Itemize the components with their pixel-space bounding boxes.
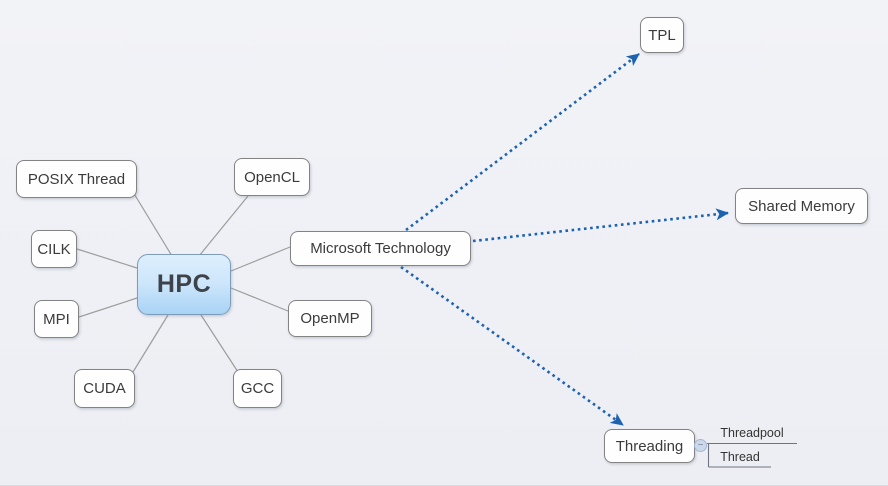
branch-hpc-cilk — [76, 248, 138, 269]
branch-hpc-microsoft-technology — [230, 246, 291, 272]
branch-hpc-cuda — [132, 314, 169, 373]
relationship-arrow-mstech-tpl[interactable] — [405, 52, 640, 232]
collapse-toggle-threading[interactable]: − — [694, 439, 707, 452]
node-shared-memory[interactable]: Shared Memory — [735, 188, 868, 224]
node-threadpool[interactable]: Threadpool — [720, 426, 784, 440]
node-opencl[interactable]: OpenCL — [234, 158, 310, 196]
node-threading[interactable]: Threading — [604, 429, 695, 463]
node-gcc[interactable]: GCC — [233, 369, 282, 408]
branch-hpc-opencl — [198, 195, 249, 257]
node-cuda[interactable]: CUDA — [74, 369, 135, 408]
node-thread[interactable]: Thread — [720, 450, 760, 464]
branch-hpc-openmp — [230, 287, 289, 312]
node-hpc[interactable]: HPC — [137, 254, 231, 315]
branch-hpc-posix-thread — [132, 191, 173, 257]
branch-hpc-gcc — [200, 314, 239, 373]
minus-icon: − — [697, 439, 704, 451]
relationship-arrow-mstech-threading[interactable] — [400, 265, 624, 427]
node-tpl[interactable]: TPL — [640, 17, 684, 53]
node-openmp[interactable]: OpenMP — [288, 300, 372, 337]
node-mpi[interactable]: MPI — [34, 300, 79, 338]
branch-hpc-mpi — [78, 297, 138, 318]
relationship-arrow-mstech-shared-memory[interactable] — [472, 208, 729, 243]
node-microsoft-technology[interactable]: Microsoft Technology — [290, 231, 471, 266]
node-posix-thread[interactable]: POSIX Thread — [16, 160, 137, 198]
node-cilk[interactable]: CILK — [31, 230, 77, 268]
